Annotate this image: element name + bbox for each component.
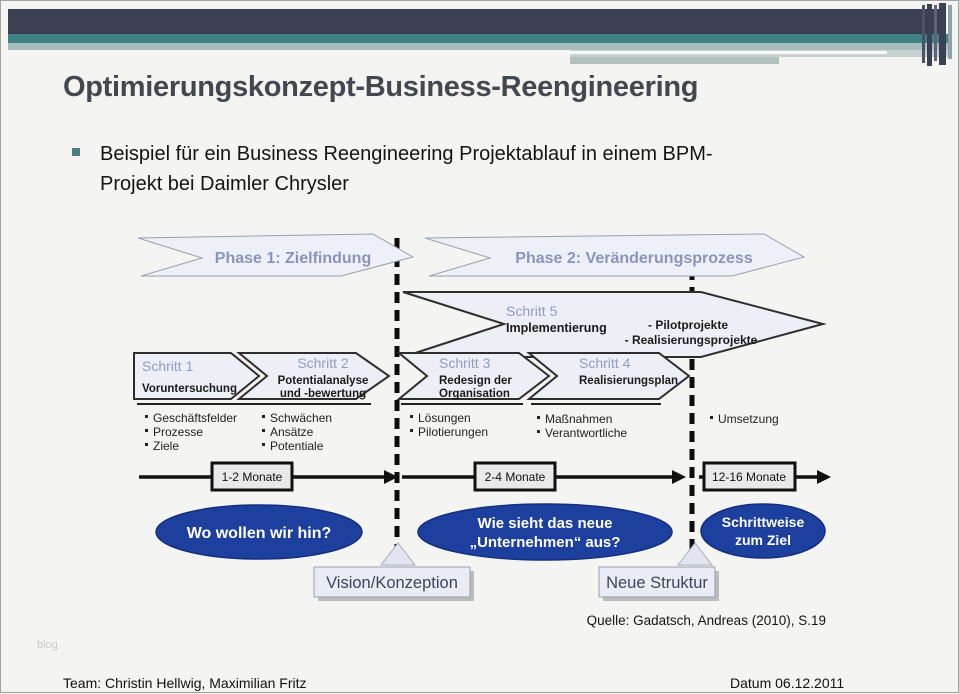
timeline-arrowhead-2 bbox=[672, 470, 686, 484]
milestone-triangle-1 bbox=[379, 542, 417, 566]
slide-title: Optimierungskonzept-Business-Reengineeri… bbox=[63, 71, 699, 103]
question-oval-3 bbox=[700, 503, 826, 559]
list-item: Ansätze bbox=[270, 425, 314, 439]
header-vertical-bar bbox=[934, 5, 937, 61]
step-2-name: Schritt 2 bbox=[297, 355, 349, 371]
list-item: Pilotierungen bbox=[418, 425, 488, 439]
bullet-dot bbox=[145, 429, 148, 432]
duration-box-2 bbox=[473, 461, 557, 492]
bullet-dot bbox=[410, 415, 413, 418]
bullet-dot bbox=[262, 415, 265, 418]
step-5-name: Schritt 5 bbox=[506, 303, 558, 319]
bullet-line-2: Projekt bei Daimler Chrysler bbox=[100, 173, 349, 195]
list-item: Prozesse bbox=[153, 425, 203, 439]
step-4-name: Schritt 4 bbox=[579, 355, 631, 371]
bullet-dot bbox=[410, 429, 413, 432]
step-2-shape bbox=[236, 352, 391, 400]
bullet-dot bbox=[537, 430, 540, 433]
list-item: Maßnahmen bbox=[545, 412, 612, 426]
timeline-arrowhead-1 bbox=[384, 470, 398, 484]
list-item: Geschäftsfelder bbox=[153, 411, 237, 425]
step-5-note-2: - Realisierungsprojekte bbox=[625, 333, 758, 347]
bullet-dot bbox=[537, 416, 540, 419]
header-teal-bar bbox=[8, 34, 952, 43]
bullet-line-1: Beispiel für ein Business Reengineering … bbox=[100, 143, 713, 165]
milestone-triangle-2 bbox=[676, 542, 714, 566]
duration-label-3: 12-16 Monate bbox=[712, 470, 786, 484]
duration-box-3 bbox=[702, 461, 797, 492]
question-3-line-2: zum Ziel bbox=[735, 532, 791, 548]
bullet-text: Beispiel für ein Business Reengineering … bbox=[100, 139, 860, 199]
question-2-line-1: Wie sieht das neue bbox=[478, 515, 613, 532]
bullet-dot bbox=[262, 443, 265, 446]
step-1-shape bbox=[133, 352, 261, 400]
step-2-desc-2: und -bewertung bbox=[280, 388, 366, 400]
bullet-dot bbox=[145, 443, 148, 446]
bullet-dot bbox=[145, 415, 148, 418]
result-label-struktur: Neue Struktur bbox=[606, 574, 708, 592]
duration-label-1: 1-2 Monate bbox=[222, 470, 283, 484]
step-5-desc: Implementierung bbox=[506, 321, 607, 335]
step-4-desc: Realisierungsplan bbox=[579, 375, 678, 387]
step-5-arrow bbox=[402, 291, 827, 358]
duration-label-2: 2-4 Monate bbox=[485, 470, 546, 484]
step-1-desc: Voruntersuchung bbox=[142, 383, 237, 395]
phase-2-banner bbox=[424, 233, 806, 277]
step-1-name: Schritt 1 bbox=[142, 358, 194, 374]
header-vertical-bar bbox=[927, 4, 932, 66]
phase-1-banner bbox=[137, 233, 415, 277]
duration-box-1 bbox=[210, 461, 294, 492]
header-substrip-b bbox=[570, 57, 779, 64]
list-item: Schwächen bbox=[270, 411, 332, 425]
list-item: Lösungen bbox=[418, 411, 471, 425]
list-item: Umsetzung bbox=[718, 412, 779, 426]
timeline-arrowhead-3 bbox=[817, 470, 831, 484]
list-item: Verantwortliche bbox=[545, 426, 627, 440]
list-item: Ziele bbox=[153, 439, 179, 453]
bullet-dot bbox=[262, 429, 265, 432]
step-4-shape bbox=[526, 352, 691, 400]
footer-date: Datum 06.12.2011 bbox=[730, 675, 845, 691]
header-vertical-bar bbox=[939, 3, 946, 65]
step-3-desc-2: Organisation bbox=[439, 388, 510, 400]
header-vertical-bar bbox=[948, 5, 952, 59]
footer-team: Team: Christin Hellwig, Maximilian Fritz bbox=[63, 675, 307, 691]
step-3-name: Schritt 3 bbox=[439, 355, 491, 371]
question-2-line-2: „Unternehmen“ aus? bbox=[470, 534, 621, 551]
phase-2-label: Phase 2: Veränderungsprozess bbox=[515, 250, 753, 267]
header-light-bar bbox=[8, 43, 952, 50]
result-box-vision bbox=[313, 566, 471, 598]
question-oval-1 bbox=[155, 504, 363, 560]
result-box-struktur bbox=[598, 566, 716, 598]
step-3-desc-1: Redesign der bbox=[439, 375, 512, 387]
bullet-dot bbox=[710, 416, 713, 419]
bullet-square-icon bbox=[72, 148, 80, 156]
header-vertical-bar bbox=[922, 5, 925, 63]
question-3-line-1: Schrittweise bbox=[722, 514, 805, 530]
list-item: Potentiale bbox=[270, 439, 324, 453]
phase-1-label: Phase 1: Zielfindung bbox=[215, 250, 371, 267]
question-1-text: Wo wollen wir hin? bbox=[187, 525, 332, 542]
step-2-desc-1: Potentialanalyse bbox=[278, 375, 369, 387]
watermark-text: blog bbox=[37, 639, 58, 651]
result-label-vision: Vision/Konzeption bbox=[326, 574, 458, 592]
source-citation: Quelle: Gadatsch, Andreas (2010), S.19 bbox=[586, 613, 826, 628]
question-oval-2 bbox=[417, 503, 673, 561]
header-navy-bar bbox=[8, 9, 946, 34]
step-3-shape bbox=[396, 352, 551, 400]
step-5-note-1: - Pilotprojekte bbox=[648, 318, 728, 332]
header-white-line bbox=[570, 51, 887, 54]
